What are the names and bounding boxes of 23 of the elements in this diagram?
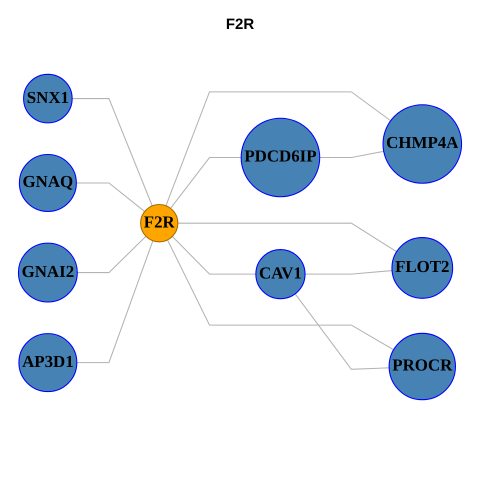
- node-circle: CAV1: [255, 249, 306, 300]
- connector: [294, 294, 390, 370]
- node-circle: CHMP4A: [382, 104, 462, 184]
- node-circle: F2R: [140, 204, 178, 242]
- node-circle: PROCR: [388, 332, 456, 400]
- node-circle: PDCD6IP: [240, 118, 320, 198]
- connector: [305, 270, 392, 275]
- connector: [178, 222, 397, 252]
- node-circle: AP3D1: [18, 333, 78, 392]
- connector: [77, 236, 146, 274]
- connector: [172, 236, 256, 275]
- node-circle: GNAI2: [18, 242, 78, 303]
- node-circle: GNAQ: [18, 154, 77, 212]
- node-circle: FLOT2: [391, 237, 454, 299]
- connector: [167, 240, 394, 350]
- diagram-title: F2R: [226, 16, 254, 33]
- connector: [170, 156, 242, 209]
- node-circle: SNX1: [23, 74, 73, 124]
- connector: [76, 240, 154, 364]
- connector: [165, 91, 391, 206]
- connector: [76, 182, 145, 212]
- connector: [72, 98, 153, 206]
- connector: [320, 150, 384, 158]
